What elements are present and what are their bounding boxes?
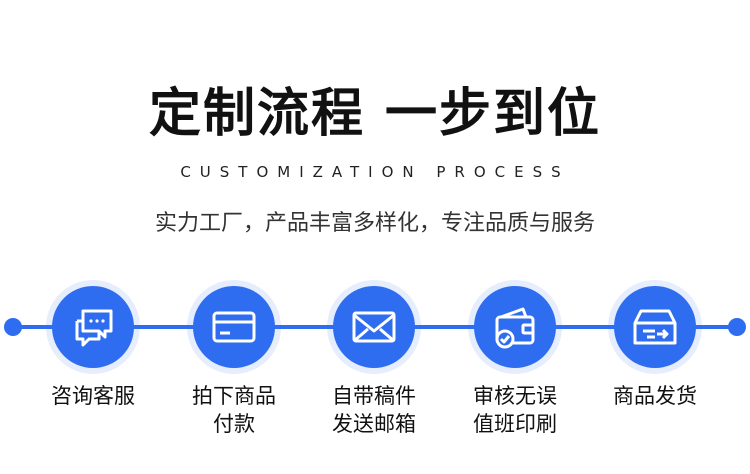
process-end-dot [728, 318, 746, 336]
english-subtitle: CUSTOMIZATION PROCESS [180, 163, 570, 181]
wallet-check-icon [495, 307, 535, 349]
delivery-box-icon [633, 309, 677, 345]
step-send-files: 自带稿件 发送邮箱 [299, 286, 449, 438]
step-label: 咨询客服 [51, 384, 135, 408]
envelope-icon [352, 311, 396, 343]
step-review-print-circle [474, 286, 556, 368]
step-label: 拍下商品 付款 [192, 384, 276, 436]
step-ship: 商品发货 [580, 286, 730, 410]
step-payment: 拍下商品 付款 [159, 286, 309, 438]
step-send-files-circle [333, 286, 415, 368]
step-payment-circle [193, 286, 275, 368]
step-label: 审核无误 值班印刷 [473, 384, 557, 436]
step-ship-circle [614, 286, 696, 368]
step-consult: 咨询客服 [18, 286, 168, 410]
step-label: 商品发货 [613, 384, 697, 408]
page-title: 定制流程 一步到位 [148, 84, 602, 144]
tagline: 实力工厂，产品丰富多样化，专注品质与服务 [154, 211, 595, 236]
process-start-dot [4, 318, 22, 336]
step-review-print: 审核无误 值班印刷 [440, 286, 590, 438]
step-consult-circle [52, 286, 134, 368]
credit-card-icon [212, 311, 256, 343]
chat-bubbles-icon [75, 309, 113, 347]
step-label: 自带稿件 发送邮箱 [332, 384, 416, 436]
